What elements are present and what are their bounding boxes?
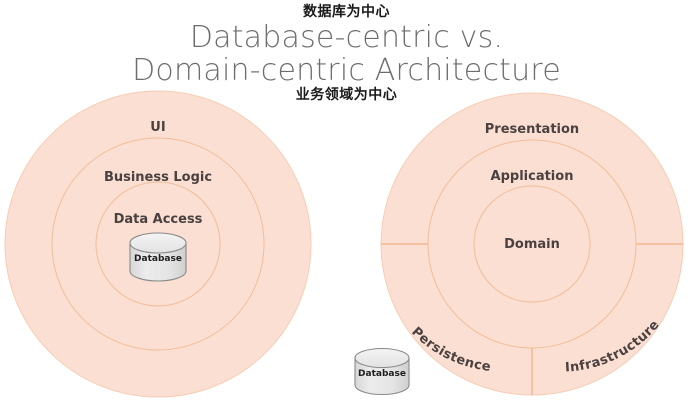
cylinder-body [354,357,410,396]
database-cylinder-external [354,347,410,396]
cylinder-body [129,242,187,282]
database-cylinder-inner [129,232,187,282]
cylinder-top [354,347,410,369]
ring-domain [473,185,591,303]
cylinder-top [129,232,187,254]
domain-centric-diagram: Persistence Infrastructure [380,92,684,396]
